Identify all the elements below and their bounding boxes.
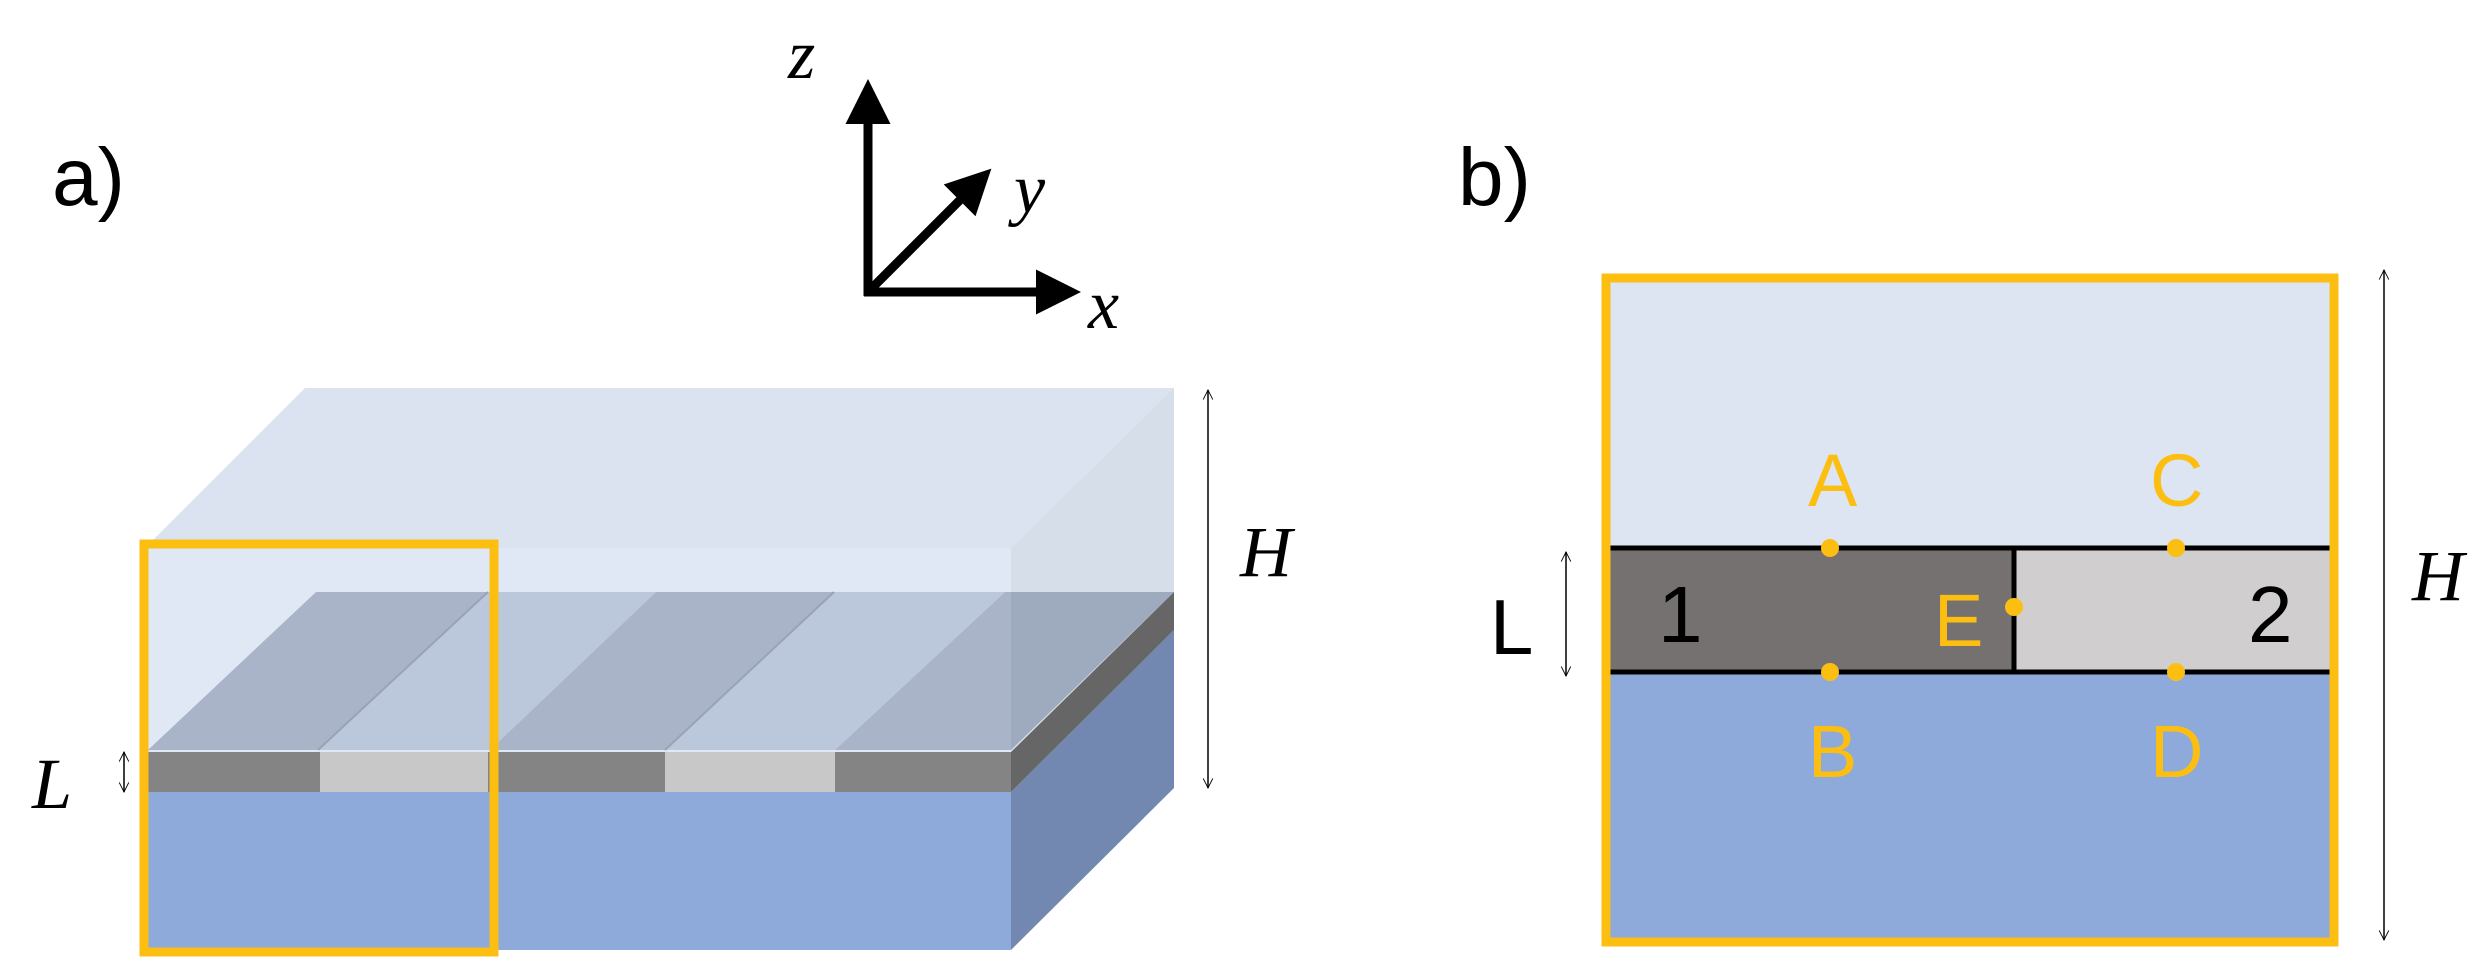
thickness-label-b: L: [1490, 583, 1533, 671]
substrate-section: [1606, 672, 2334, 942]
point-b-marker: [1821, 663, 1839, 681]
layer-front-dark-3: [835, 752, 1011, 792]
top-layer-side-face: [1011, 388, 1174, 752]
cross-section-frame: [1601, 273, 2339, 947]
layer-front-dark-1: [145, 752, 320, 792]
layer-front-light-2: [665, 752, 835, 792]
panel-b: b) 1 2 A B C D E: [1458, 132, 2468, 947]
layered-block-3d: [145, 388, 1174, 950]
layer-front-dark-2: [488, 752, 665, 792]
region-2: [2014, 548, 2334, 672]
top-layer-front-face: [145, 548, 1011, 752]
panel-a: a) z y x: [31, 17, 1296, 957]
y-axis-arrow: [867, 168, 992, 293]
point-c-label: C: [2150, 439, 2203, 522]
point-d-marker: [2167, 663, 2185, 681]
highlight-region-box: [139, 539, 499, 957]
top-layer-top-face: [145, 388, 1174, 548]
layer-front-light-1: [320, 752, 488, 792]
top-layer-section: [1606, 278, 2334, 548]
panel-b-label: b): [1458, 132, 1531, 223]
region-2-label: 2: [2248, 570, 2293, 659]
point-c-marker: [2167, 539, 2185, 557]
y-axis-label: y: [1008, 151, 1046, 228]
substrate-front-face: [145, 792, 1011, 950]
z-axis-label: z: [787, 17, 815, 94]
point-d-label: D: [2150, 710, 2203, 793]
point-a-label: A: [1808, 439, 1858, 522]
point-b-label: B: [1808, 710, 1857, 793]
point-e-label: E: [1934, 579, 1983, 662]
cross-section: 1 2: [1606, 278, 2334, 942]
thickness-label-a: L: [31, 744, 72, 824]
region-1: [1606, 548, 2014, 672]
point-e-marker: [2005, 598, 2023, 616]
height-label-b: H: [2411, 536, 2468, 616]
height-label-a: H: [1239, 512, 1296, 592]
sample-points: [1821, 539, 2185, 681]
point-labels: A B C D E: [1808, 439, 2203, 793]
substrate-side-face: [1011, 630, 1174, 950]
point-a-marker: [1821, 539, 1839, 557]
panel-a-label: a): [52, 132, 125, 223]
layer-side-face: [1011, 592, 1174, 792]
coordinate-axes: z y x: [787, 17, 1119, 344]
x-axis-label: x: [1087, 267, 1119, 344]
region-1-label: 1: [1658, 570, 1703, 659]
